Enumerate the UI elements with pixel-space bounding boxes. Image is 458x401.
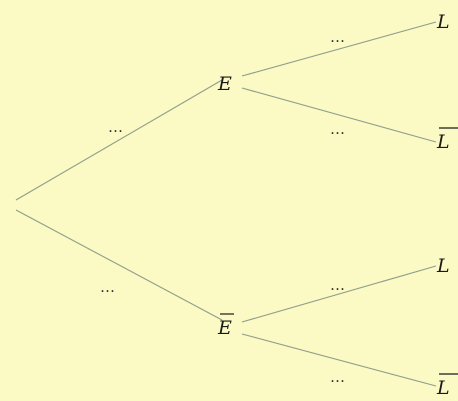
prob-label-E-bar-L-bar: … [330, 368, 346, 386]
edge-root-to-E [15, 79, 223, 201]
node-L-1: L [436, 11, 450, 33]
prob-label-E-L-bar: … [330, 120, 346, 138]
edge-E-to-L [241, 21, 437, 77]
prob-label-E-L: … [330, 28, 346, 46]
node-E-bar: E [217, 317, 232, 339]
edge-root-to-E-bar [15, 209, 223, 321]
node-E: E [217, 73, 232, 95]
node-L-bar-2: L [436, 377, 450, 399]
prob-label-root-E-bar: … [100, 278, 116, 296]
node-L-bar-1: L [436, 131, 450, 153]
prob-label-root-E: … [108, 118, 124, 136]
edge-E-bar-to-L [241, 265, 437, 323]
prob-label-E-bar-L: … [330, 276, 346, 294]
node-L-2: L [436, 255, 450, 277]
edge-E-bar-to-L-bar [241, 333, 437, 387]
edge-E-to-L-bar [241, 87, 437, 143]
